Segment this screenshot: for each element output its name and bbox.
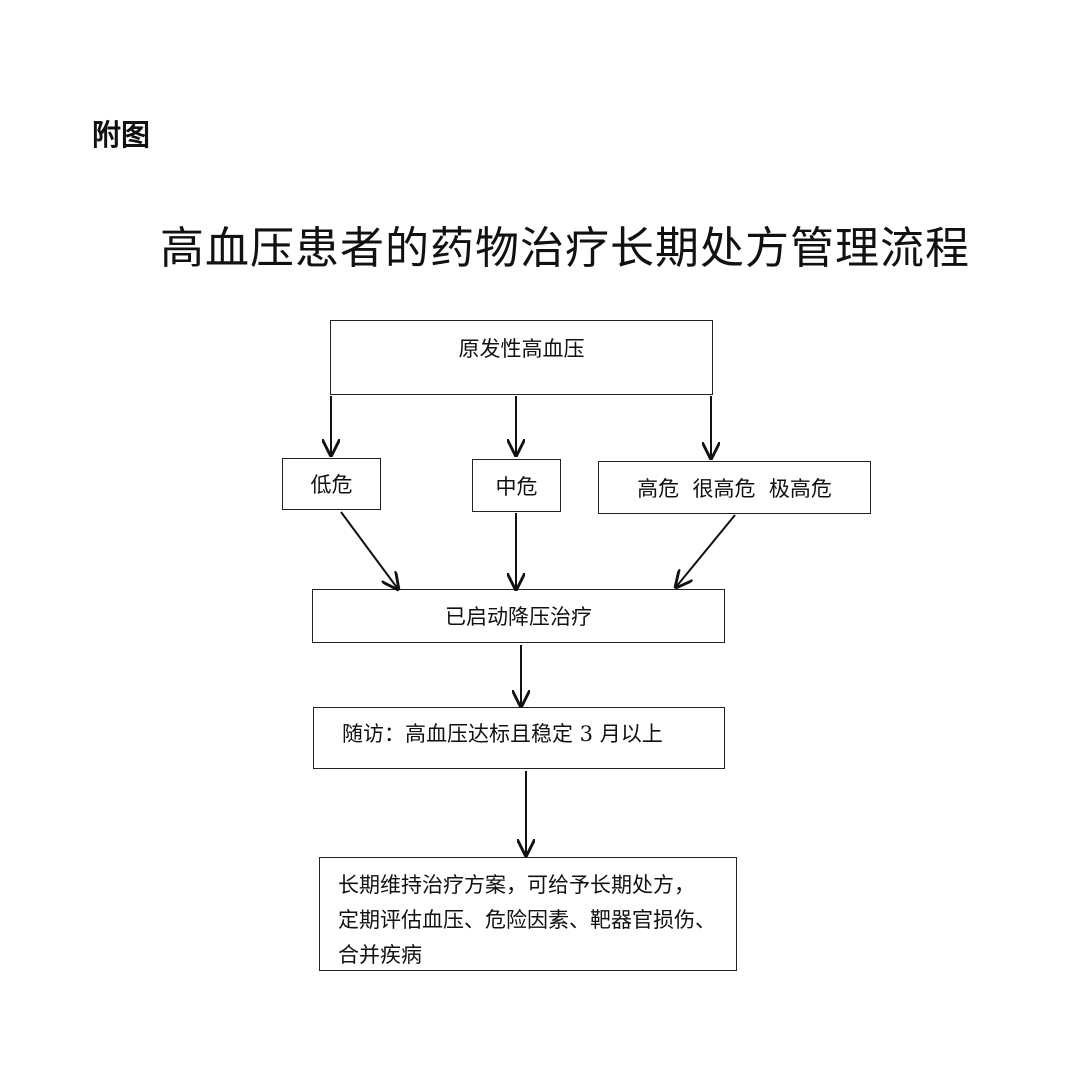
arrow-low-to-start [340,511,398,589]
node-high-risk: 高危 很高危 极高危 [598,461,871,514]
node-primary-hypertension: 原发性高血压 [330,320,713,395]
node-long-term-prescription: 长期维持治疗方案，可给予长期处方， 定期评估血压、危险因素、靶器官损伤、 合并疾… [319,857,737,971]
arrow-high-to-start [676,514,736,587]
node-follow-up: 随访：高血压达标且稳定 3 月以上 [313,707,725,769]
diagram-title: 高血压患者的药物治疗长期处方管理流程 [160,223,970,274]
figure-label: 附图 [92,118,151,152]
node-low-risk: 低危 [282,458,381,510]
node-treatment-started: 已启动降压治疗 [312,589,725,643]
node-mid-risk: 中危 [472,459,561,512]
